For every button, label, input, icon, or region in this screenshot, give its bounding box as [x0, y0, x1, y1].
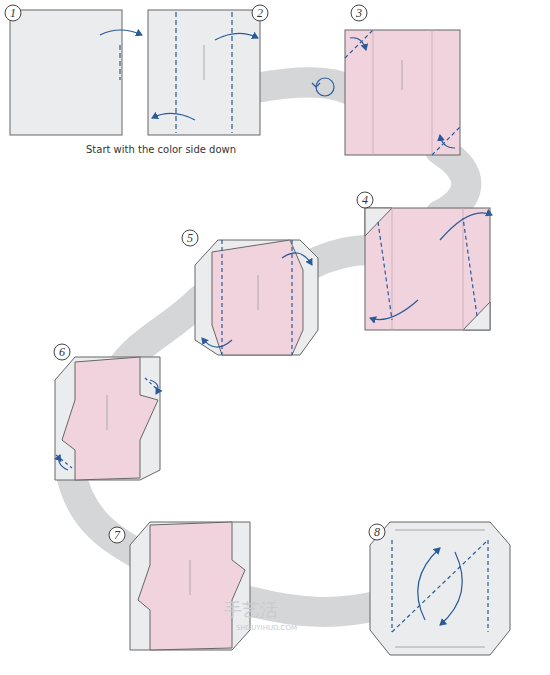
step-number: 1	[5, 5, 21, 21]
step-number: 6	[54, 344, 70, 360]
step-number: 3	[351, 5, 367, 21]
watermark-url: SHOUYIHUO.COM	[236, 624, 297, 632]
step-number: 2	[252, 5, 268, 21]
step-number: 8	[369, 524, 385, 540]
step-number: 4	[357, 192, 373, 208]
step-number: 7	[109, 527, 125, 543]
watermark: 手艺活	[224, 598, 278, 622]
step-number: 5	[182, 230, 198, 246]
instruction-note: Start with the color side down	[86, 144, 236, 155]
